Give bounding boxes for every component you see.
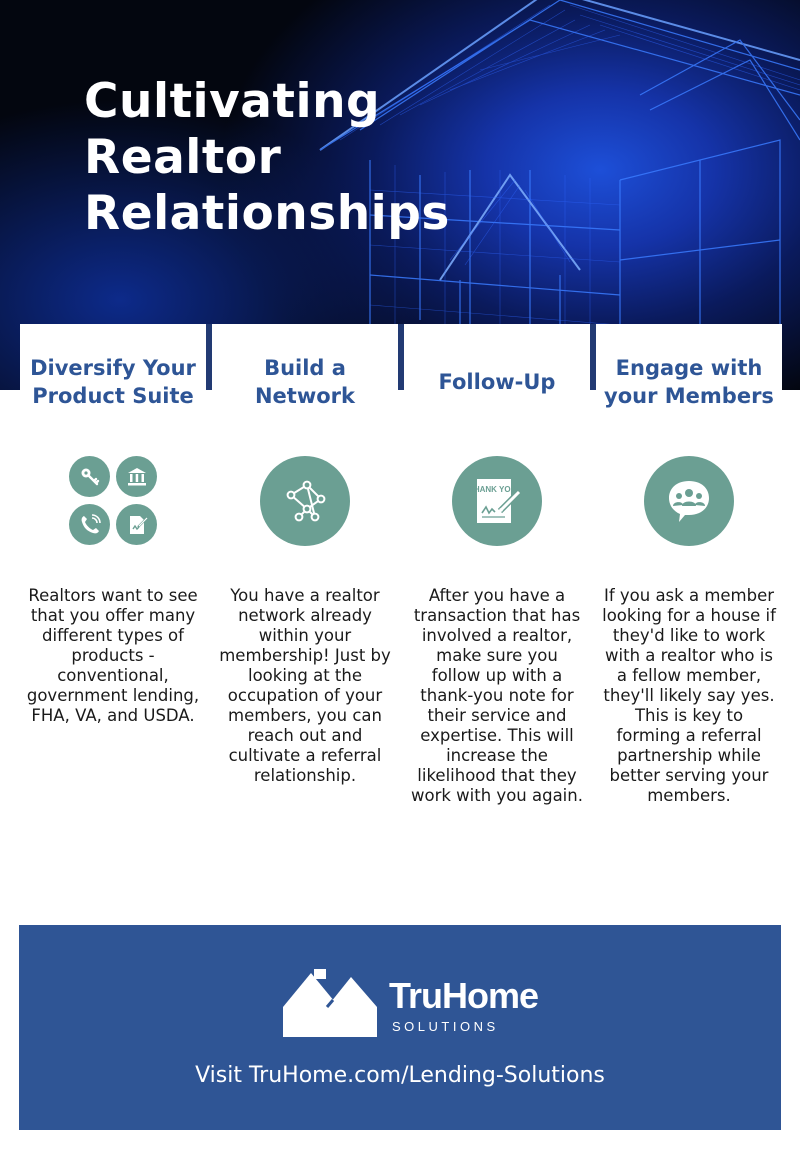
- icon-group: THANK YOU!: [404, 452, 590, 552]
- column-diversify: Diversify Your Product Suite Realtors wa…: [20, 324, 206, 894]
- column-divider: [590, 324, 596, 390]
- icon-group: [212, 452, 398, 552]
- members-chat-icon: [644, 456, 734, 546]
- title-line: Realtor: [84, 130, 282, 185]
- wireframe-house-illustration: [319, 0, 800, 361]
- website-link[interactable]: Visit TruHome.com/Lending-Solutions: [195, 1063, 605, 1088]
- title-line: Relationships: [84, 186, 450, 241]
- phone-icon: [69, 504, 110, 545]
- column-divider: [206, 324, 212, 390]
- page-title: Cultivating Realtor Relationships: [84, 74, 504, 242]
- column-network: Build a Network You have a realtor netwo…: [212, 324, 398, 894]
- column-heading: Diversify Your Product Suite: [30, 356, 196, 408]
- bank-icon: [116, 456, 157, 497]
- brand-subtitle: SOLUTIONS: [392, 1019, 499, 1034]
- column-heading: Engage with your Members: [604, 356, 774, 408]
- column-body: You have a realtor network already withi…: [219, 586, 391, 785]
- column-heading: Follow-Up: [438, 370, 556, 394]
- thank-you-text: THANK YOU!: [469, 485, 519, 494]
- footer-banner: TruHome SOLUTIONS Visit TruHome.com/Lend…: [19, 925, 781, 1130]
- document-sign-icon: [116, 504, 157, 545]
- network-icon: [260, 456, 350, 546]
- column-divider: [398, 324, 404, 390]
- key-icon: [69, 456, 110, 497]
- column-body: If you ask a member looking for a house …: [602, 586, 776, 805]
- truhome-logo: TruHome SOLUTIONS: [281, 967, 539, 1043]
- title-line: Cultivating: [84, 74, 381, 129]
- column-follow-up: Follow-Up THANK YOU! After you have a tr…: [404, 324, 590, 894]
- column-heading: Build a Network: [254, 356, 355, 408]
- thank-you-note-icon: THANK YOU!: [452, 456, 542, 546]
- brand-name: TruHome: [389, 975, 539, 1016]
- icon-group: [20, 452, 206, 552]
- column-body: Realtors want to see that you offer many…: [26, 586, 200, 725]
- house-logo-icon: [283, 969, 377, 1037]
- column-engage: Engage with your Members If you ask a me…: [596, 324, 782, 894]
- icon-group: [596, 452, 782, 552]
- column-body: After you have a transaction that has in…: [411, 586, 583, 805]
